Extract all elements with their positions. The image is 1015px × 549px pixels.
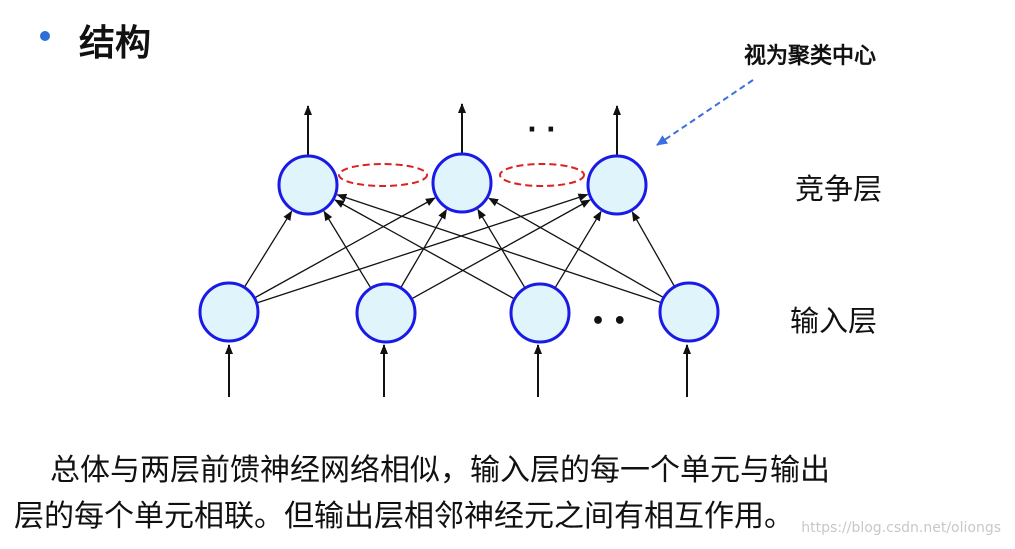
caption-text: 总体与两层前馈神经网络相似，输入层的每一个单元与输出 层的每个单元相联。但输出层… <box>14 448 830 540</box>
ellipsis-bottom: • • <box>591 309 627 334</box>
competitive-node-3 <box>586 154 648 216</box>
caption-line-1: 总体与两层前馈神经网络相似，输入层的每一个单元与输出 <box>50 453 830 488</box>
input-layer-nodes <box>198 281 720 344</box>
connection-input4-to-competitive3 <box>631 211 676 288</box>
bullet-dot <box>40 31 50 41</box>
input-node-1 <box>198 281 260 343</box>
competitive-layer-nodes <box>277 152 648 216</box>
caption-line-2: 层的每个单元相联。但输出层相邻神经元之间有相互作用。 <box>14 499 794 534</box>
connection-input4-to-competitive1 <box>336 193 662 304</box>
callout-arrow <box>656 79 754 146</box>
competitive-node-2 <box>431 152 493 214</box>
connection-input3-to-competitive1 <box>334 199 515 300</box>
input-node-4 <box>658 281 720 343</box>
connection-input1-to-competitive3 <box>256 193 589 304</box>
connection-input2-to-competitive1 <box>323 210 372 289</box>
competitive-layer-label: 竞争层 <box>795 172 883 206</box>
output-arrows <box>304 103 621 155</box>
slide-title: 结构 <box>79 23 152 64</box>
input-layer-label: 输入层 <box>790 304 878 338</box>
lateral-ring-1 <box>338 163 428 187</box>
ellipsis-top: · · <box>527 115 556 145</box>
connection-input1-to-competitive1 <box>243 210 293 288</box>
lateral-ring-2 <box>499 163 585 187</box>
input-arrows <box>225 344 691 397</box>
cluster-center-callout: 视为聚类中心 <box>744 44 877 69</box>
competitive-node-1 <box>277 154 339 216</box>
connections-group <box>243 193 676 304</box>
connection-input4-to-competitive2 <box>488 197 665 299</box>
connection-input3-to-competitive3 <box>554 210 602 289</box>
input-node-3 <box>509 282 571 344</box>
lateral-interaction-rings <box>338 163 585 187</box>
connection-input1-to-competitive2 <box>254 197 436 299</box>
input-node-2 <box>355 282 417 344</box>
watermark: https://blog.csdn.net/oliongs <box>801 520 1001 536</box>
